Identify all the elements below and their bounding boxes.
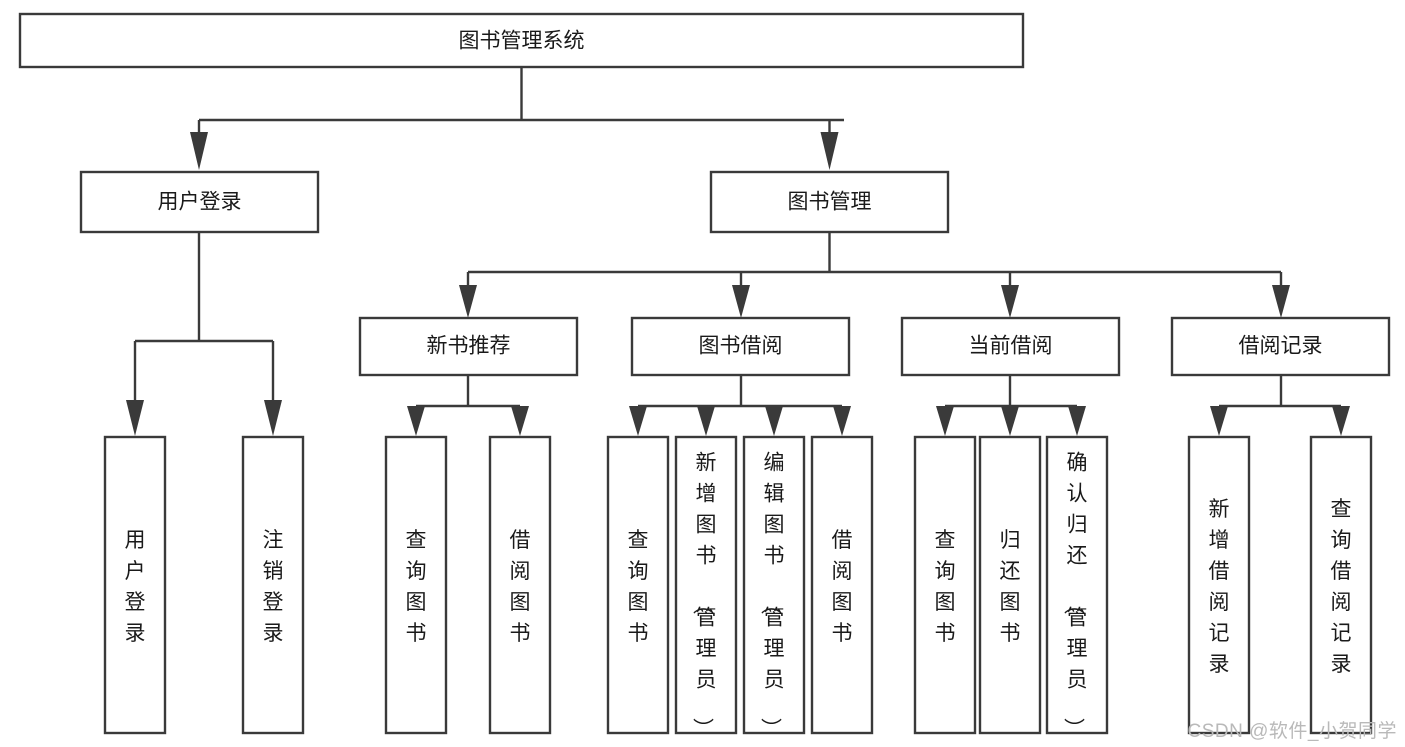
node-leaf-query-book-1-box[interactable]	[384, 435, 448, 735]
node-root[interactable]: 图书管理系统	[18, 12, 1025, 69]
arrow-new-book-recommend	[459, 285, 477, 318]
node-book-management-label: 图书管理	[788, 191, 872, 214]
arrow-leaf-borrow-book-1	[511, 406, 529, 436]
arrow-book-management	[820, 132, 839, 170]
node-leaf-add-record-label: 新增借阅记录	[1209, 498, 1230, 676]
node-root-box[interactable]	[18, 12, 1025, 69]
node-user-login[interactable]: 用户登录	[79, 170, 320, 234]
node-book-management-box[interactable]	[709, 170, 950, 234]
node-leaf-confirm-return-label: 确认归还（管理员）	[1062, 452, 1088, 739]
node-leaf-borrow-book-2-box[interactable]	[810, 435, 874, 735]
node-borrow-record[interactable]: 借阅记录	[1170, 316, 1391, 377]
node-new-book-recommend-box[interactable]	[358, 316, 579, 377]
node-leaf-borrow-book-1-label: 借阅图书	[510, 529, 531, 645]
node-current-borrow-label: 当前借阅	[969, 335, 1053, 358]
node-leaf-add-record-box[interactable]	[1187, 435, 1251, 735]
node-leaf-confirm-return-box[interactable]	[1045, 435, 1109, 735]
node-leaf-borrow-book-2[interactable]: 借阅图书	[810, 435, 874, 735]
arrow-leaf-user-login	[126, 400, 144, 436]
node-leaf-add-book-label: 新增图书（管理员）	[691, 452, 717, 739]
arrow-leaf-return-book	[1001, 406, 1019, 436]
arrow-leaf-query-record	[1332, 406, 1350, 436]
arrow-leaf-edit-book	[765, 406, 783, 436]
node-leaf-add-book-box[interactable]	[674, 435, 738, 735]
arrow-leaf-confirm-return	[1068, 406, 1086, 436]
node-leaf-query-book-2[interactable]: 查询图书	[606, 435, 670, 735]
node-leaf-query-book-3-box[interactable]	[913, 435, 977, 735]
arrow-leaf-logout	[264, 400, 282, 436]
arrow-leaf-borrow-book-2	[833, 406, 851, 436]
node-leaf-query-record-label: 查询借阅记录	[1331, 498, 1352, 676]
node-leaf-query-book-2-box[interactable]	[606, 435, 670, 735]
node-leaf-edit-book-box[interactable]	[742, 435, 806, 735]
node-leaf-return-book-label: 归还图书	[1000, 529, 1021, 645]
node-leaf-query-record[interactable]: 查询借阅记录	[1309, 435, 1373, 735]
node-leaf-add-record[interactable]: 新增借阅记录	[1187, 435, 1251, 735]
node-book-borrow-label: 图书借阅	[699, 335, 783, 358]
node-leaf-query-book-1-label: 查询图书	[406, 529, 427, 645]
node-leaf-user-login-box[interactable]	[103, 435, 167, 735]
node-leaf-logout[interactable]: 注销登录	[241, 435, 305, 735]
node-current-borrow-box[interactable]	[900, 316, 1121, 377]
arrow-leaf-add-record	[1210, 406, 1228, 436]
node-borrow-record-box[interactable]	[1170, 316, 1391, 377]
arrow-borrow-record	[1272, 285, 1290, 318]
arrow-leaf-add-book	[697, 406, 715, 436]
node-leaf-user-login[interactable]: 用户登录	[103, 435, 167, 735]
node-leaf-query-book-2-label: 查询图书	[628, 529, 649, 645]
node-leaf-query-book-1[interactable]: 查询图书	[384, 435, 448, 735]
node-leaf-edit-book[interactable]: 编辑图书（管理员）	[742, 435, 806, 739]
node-root-label: 图书管理系统	[459, 30, 585, 53]
node-leaf-query-book-3[interactable]: 查询图书	[913, 435, 977, 735]
node-current-borrow[interactable]: 当前借阅	[900, 316, 1121, 377]
node-leaf-edit-book-label: 编辑图书（管理员）	[759, 452, 785, 739]
node-leaf-return-book-box[interactable]	[978, 435, 1042, 735]
node-user-login-label: 用户登录	[158, 191, 242, 214]
node-borrow-record-label: 借阅记录	[1239, 335, 1323, 358]
node-book-borrow[interactable]: 图书借阅	[630, 316, 851, 377]
arrow-leaf-query-book-1	[407, 406, 425, 436]
arrow-leaf-query-book-3	[936, 406, 954, 436]
node-leaf-add-book[interactable]: 新增图书（管理员）	[674, 435, 738, 739]
node-leaf-return-book[interactable]: 归还图书	[978, 435, 1042, 735]
node-leaf-borrow-book-1-box[interactable]	[488, 435, 552, 735]
node-new-book-recommend-label: 新书推荐	[427, 335, 511, 358]
node-leaf-user-login-label: 用户登录	[125, 529, 146, 645]
node-leaf-logout-box[interactable]	[241, 435, 305, 735]
node-book-management[interactable]: 图书管理	[709, 170, 950, 234]
node-leaf-query-book-3-label: 查询图书	[935, 529, 956, 645]
arrow-current-borrow	[1001, 285, 1019, 318]
node-leaf-query-record-box[interactable]	[1309, 435, 1373, 735]
node-user-login-box[interactable]	[79, 170, 320, 234]
node-new-book-recommend[interactable]: 新书推荐	[358, 316, 579, 377]
connector-layer	[126, 67, 1350, 436]
arrow-leaf-query-book-2	[629, 406, 647, 436]
node-book-borrow-box[interactable]	[630, 316, 851, 377]
arrow-user-login	[190, 132, 208, 170]
node-leaf-confirm-return[interactable]: 确认归还（管理员）	[1045, 435, 1109, 739]
arrow-book-borrow	[732, 285, 750, 318]
node-leaf-logout-label: 注销登录	[263, 529, 284, 645]
node-leaf-borrow-book-2-label: 借阅图书	[832, 529, 853, 645]
node-leaf-borrow-book-1[interactable]: 借阅图书	[488, 435, 552, 735]
